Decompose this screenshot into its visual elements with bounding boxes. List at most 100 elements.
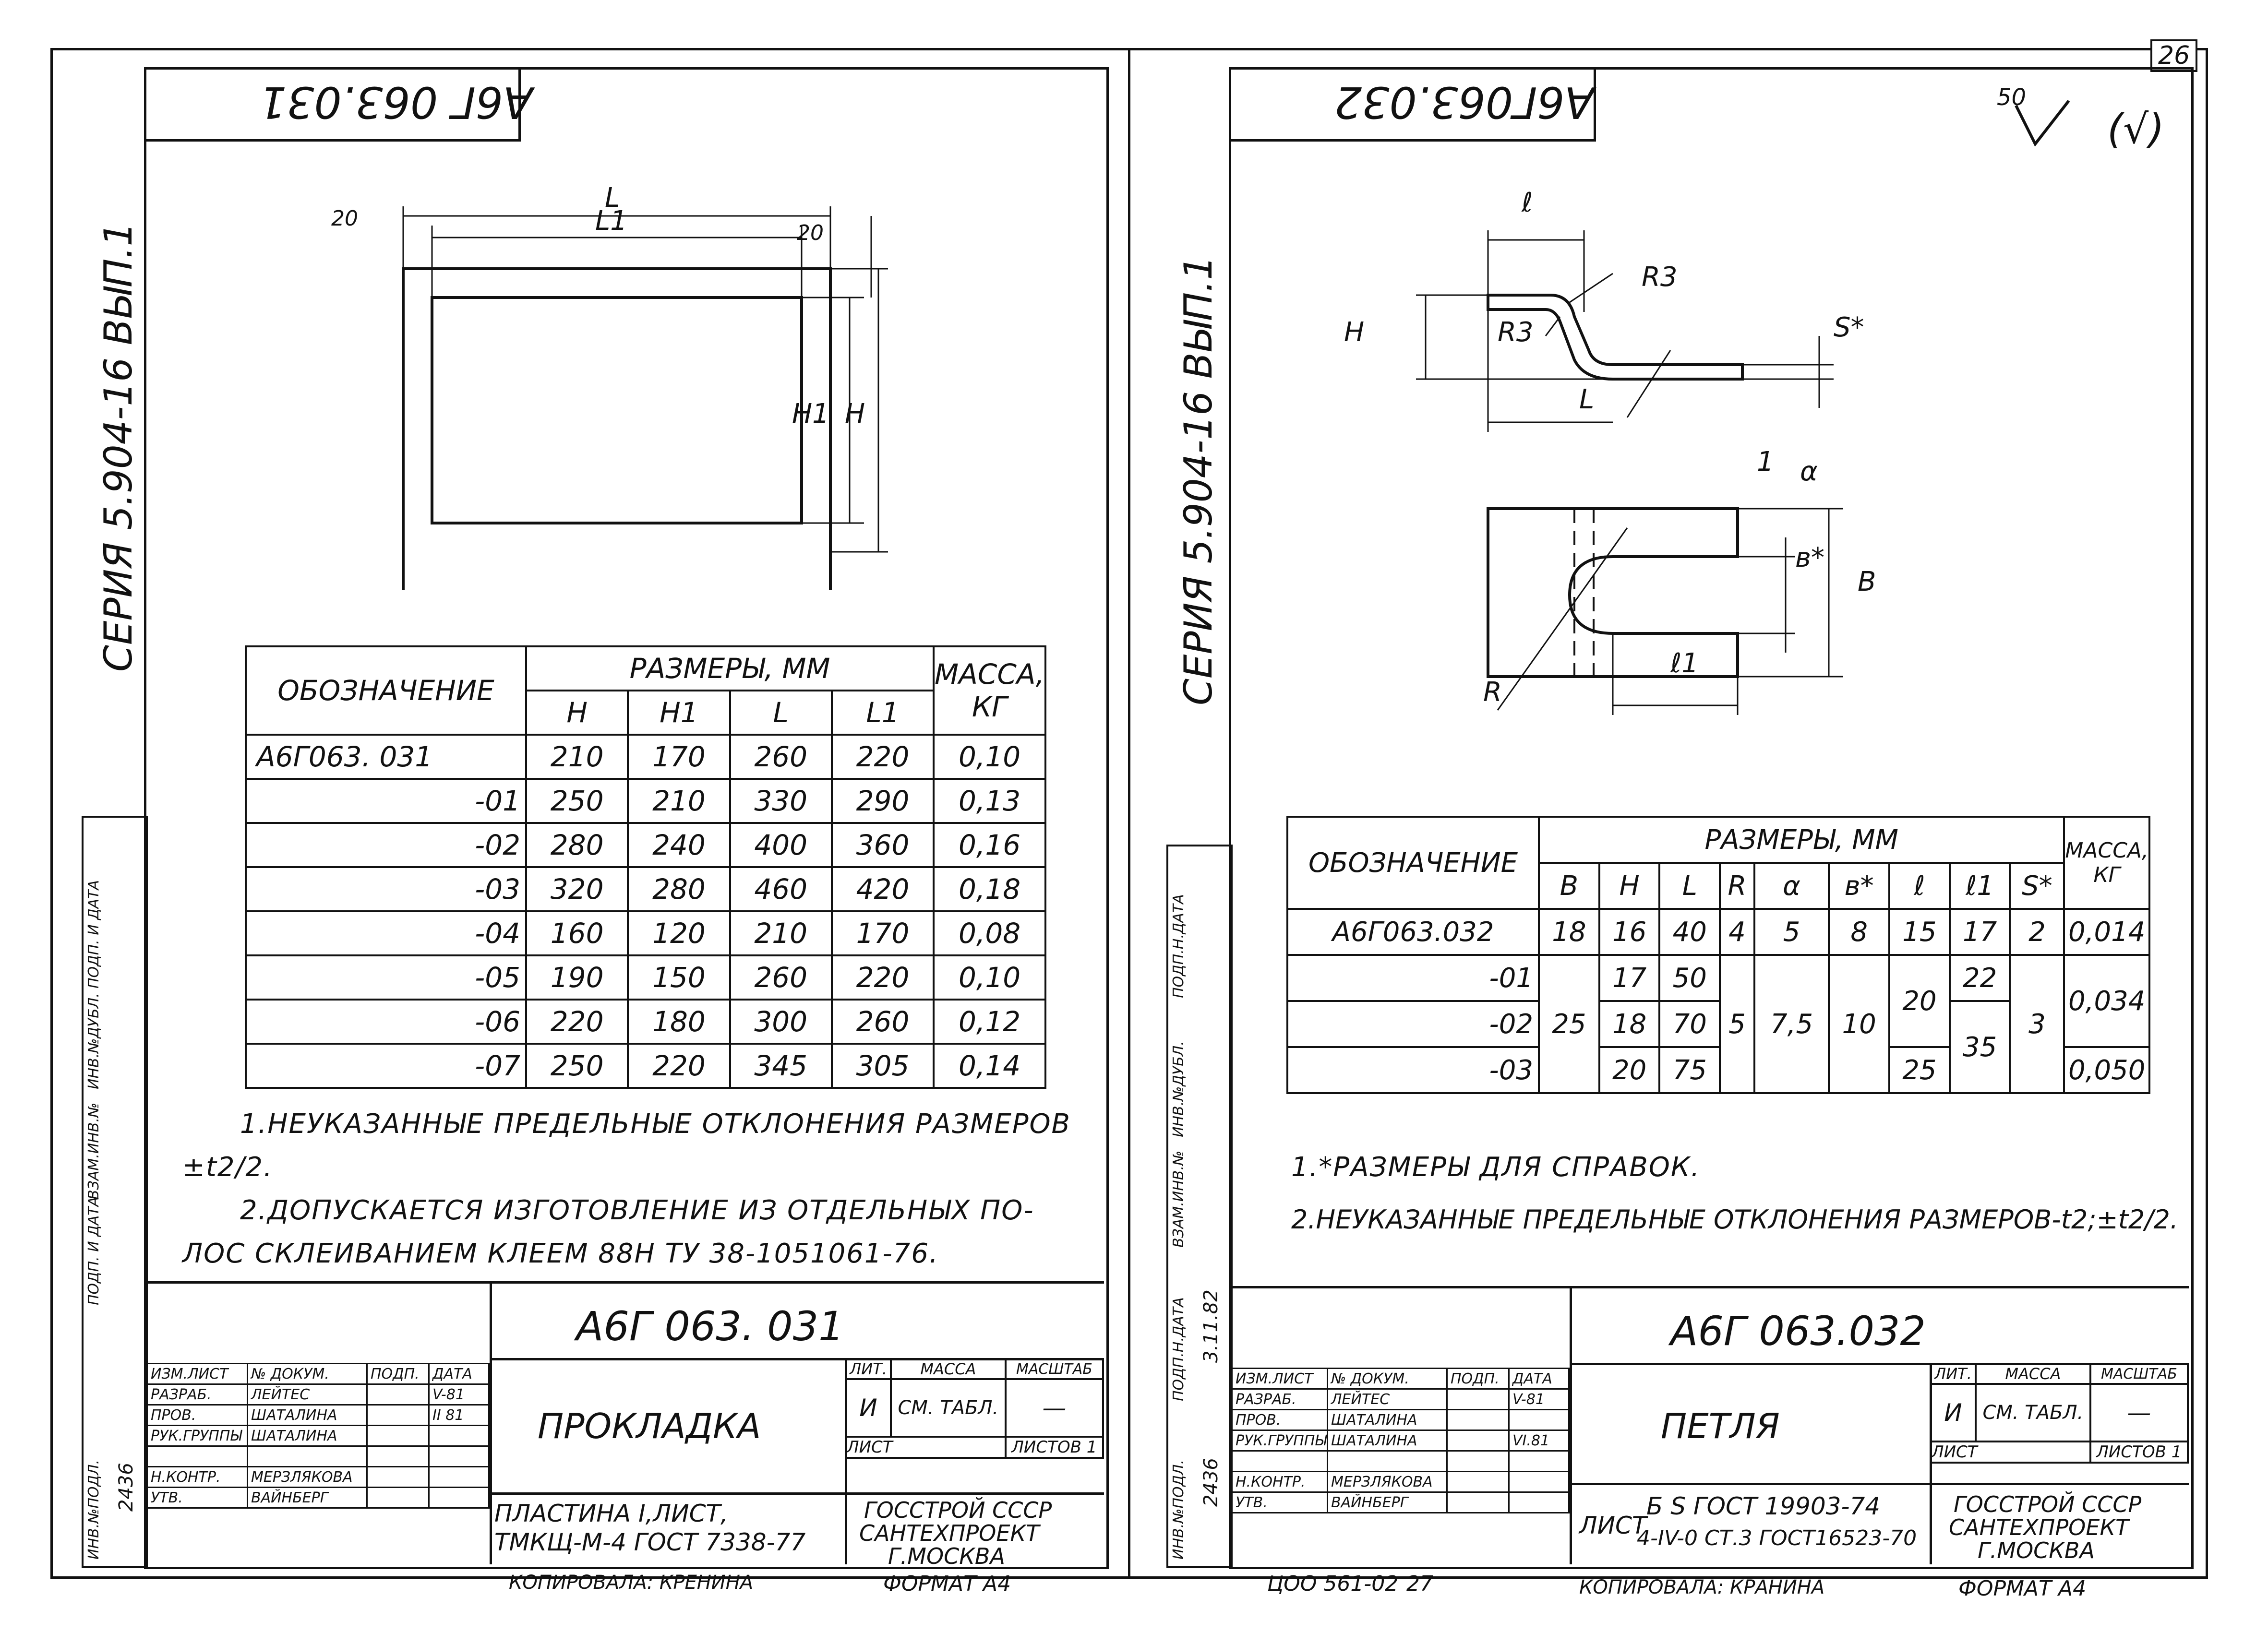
right-dim-R3a: R3 — [1642, 262, 1678, 293]
right-stamp-material-2: 4-IV-0 СТ.3 ГОСТ16523-70 — [1637, 1526, 1917, 1550]
left-series: СЕРИЯ 5.904-16 ВЫП.1 — [96, 222, 141, 672]
left-side-label-3: ВЗАМ.ИНВ.№ — [85, 1102, 102, 1200]
left-side-label-1: ИНВ.№ПОДЛ. — [85, 1459, 102, 1560]
outer-frame-right — [1128, 48, 2208, 1579]
right-note-1: 1.*РАЗМЕРЫ ДЛЯ СПРАВОК. — [1291, 1152, 1701, 1183]
left-scan-credit: КОПИРОВАЛА: КРЕНИНА — [509, 1572, 754, 1594]
right-title-block — [1229, 1286, 2189, 1567]
right-dim-R: R — [1483, 677, 1502, 708]
left-stamp-org-3: Г.МОСКВА — [888, 1543, 1005, 1569]
right-series: СЕРИЯ 5.904-16 ВЫП.1 — [1176, 255, 1221, 705]
table-col-L1: L1 — [830, 690, 935, 736]
table-col-L: L — [729, 690, 833, 736]
left-stamp-name: ПРОКЛАДКА — [538, 1406, 761, 1446]
right-side-label-2: ПОДП.Н.ДАТА — [1170, 1297, 1187, 1401]
roughness-value: 50 — [1997, 84, 2027, 111]
left-sheet-frame — [144, 67, 1109, 1569]
right-bottom-code: ЦОО 561-02 — [1267, 1572, 1399, 1596]
right-code-box — [1229, 67, 1596, 142]
right-scan-credit: КОПИРОВАЛА: КРАНИНА — [1579, 1576, 1825, 1598]
right-dim-H: H — [1344, 317, 1365, 348]
left-dim-H1: H1 — [792, 398, 829, 429]
table-col-H: H — [525, 690, 629, 736]
right-bottom-num: 27 — [1406, 1572, 1433, 1596]
right-loop-drawing — [1416, 230, 1843, 715]
page-number: 26 — [2150, 39, 2198, 72]
right-stamp-org-2: САНТЕХПРОЕКТ — [1949, 1514, 2129, 1540]
right-stamp-org-1: ГОССТРОЙ СССР — [1954, 1491, 2142, 1517]
right-stamp-org-3: Г.МОСКВА — [1978, 1537, 2095, 1563]
left-dim-H: H — [845, 398, 865, 429]
right-dim-S: S* — [1834, 312, 1864, 343]
left-dim-20a: 20 — [331, 206, 358, 231]
left-stamp-code: А6Г 063. 031 — [576, 1303, 844, 1350]
left-stamp-material-1: ПЛАСТИНА I,ЛИСТ, — [494, 1500, 728, 1527]
table-header-mass: МАССА, КГ — [2063, 816, 2150, 910]
left-side-label-2: ПОДП. И ДАТА — [85, 1196, 102, 1305]
left-stamp-org-1: ГОССТРОЙ СССР — [864, 1497, 1052, 1523]
left-side-label-5: ПОДП. И ДАТА — [85, 880, 102, 989]
right-side-strip — [1166, 845, 1233, 1568]
table-header-designation: ОБОЗНАЧЕНИЕ — [1286, 816, 1540, 910]
table-header-dims: РАЗМЕРЫ, ММ — [525, 645, 935, 691]
table-header-mass: МАССА, КГ — [933, 645, 1046, 736]
right-side-label-1: ИНВ.№ПОДЛ. — [1170, 1459, 1187, 1560]
right-side-label-4: ИНВ.№ДУБЛ. — [1170, 1041, 1187, 1137]
left-format: ФОРМАТ А4 — [883, 1572, 1011, 1596]
table-header-designation: ОБОЗНАЧЕНИЕ — [245, 645, 527, 736]
right-dim-one: 1 — [1757, 446, 1774, 477]
left-dim-L1: L1 — [595, 205, 627, 237]
right-stamp-material-1: Б S ГОСТ 19903-74 — [1646, 1492, 1881, 1520]
right-dim-l1: ℓ1 — [1670, 648, 1699, 679]
right-stamp-sheet-label: ЛИСТ — [1579, 1512, 1647, 1539]
left-code-flipped: А6Г 063.031 — [259, 77, 533, 127]
right-dim-B: В — [1858, 566, 1876, 597]
left-stamp-material-2: ТМКЩ-М-4 ГОСТ 7338-77 — [494, 1528, 806, 1556]
right-side-label-5: ПОДП.Н.ДАТА — [1170, 894, 1187, 998]
left-dim-L: L — [605, 182, 620, 214]
table-header-dims: РАЗМЕРЫ, ММ — [1537, 816, 2065, 864]
left-side-strip — [82, 816, 148, 1568]
right-dim-L: L — [1579, 384, 1595, 415]
left-note-2b: ЛОС СКЛЕИВАНИЕМ КЛЕЕМ 88Н ТУ 38-1051061-… — [182, 1238, 939, 1269]
left-code-box — [144, 67, 521, 142]
right-dim-l: ℓ — [1522, 187, 1533, 218]
right-side-date: 3.11.82 — [1200, 1289, 1222, 1363]
left-side-num: 2436 — [115, 1463, 137, 1512]
left-note-1a: 1.НЕУКАЗАННЫЕ ПРЕДЕЛЬНЫЕ ОТКЛОНЕНИЯ РАЗМ… — [240, 1108, 1071, 1140]
right-dim-a: α — [1800, 456, 1818, 487]
right-side-num: 2436 — [1200, 1458, 1222, 1507]
roughness-check-icon — [2015, 100, 2070, 147]
left-dim-20b: 20 — [797, 221, 824, 245]
left-dimensions-table: ОБОЗНАЧЕНИЕ РАЗМЕРЫ, ММ МАССА, КГ H H1 L… — [245, 645, 1046, 1089]
left-stamp-org-2: САНТЕХПРОЕКТ — [859, 1520, 1040, 1546]
right-side-label-3: ВЗАМ.ИНВ.№ — [1170, 1150, 1187, 1248]
left-note-2a: 2.ДОПУСКАЕТСЯ ИЗГОТОВЛЕНИЕ ИЗ ОТДЕЛЬНЫХ … — [240, 1195, 1034, 1226]
table-col-H1: H1 — [627, 690, 731, 736]
right-stamp-name: ПЕТЛЯ — [1661, 1406, 1780, 1446]
left-stamp-main — [490, 1281, 1106, 1564]
right-note-2: 2.НЕУКАЗАННЫЕ ПРЕДЕЛЬНЫЕ ОТКЛОНЕНИЯ РАЗМ… — [1291, 1204, 2178, 1235]
left-side-label-4: ИНВ.№ДУБЛ. — [85, 993, 102, 1089]
right-dim-b: в* — [1795, 542, 1825, 573]
left-gasket-drawing — [402, 206, 888, 590]
right-format: ФОРМАТ А4 — [1958, 1576, 2087, 1601]
right-code-flipped: А6Г063.032 — [1334, 77, 1595, 127]
left-title-block — [144, 1281, 1104, 1567]
left-note-1b: ±t2/2. — [182, 1152, 273, 1183]
